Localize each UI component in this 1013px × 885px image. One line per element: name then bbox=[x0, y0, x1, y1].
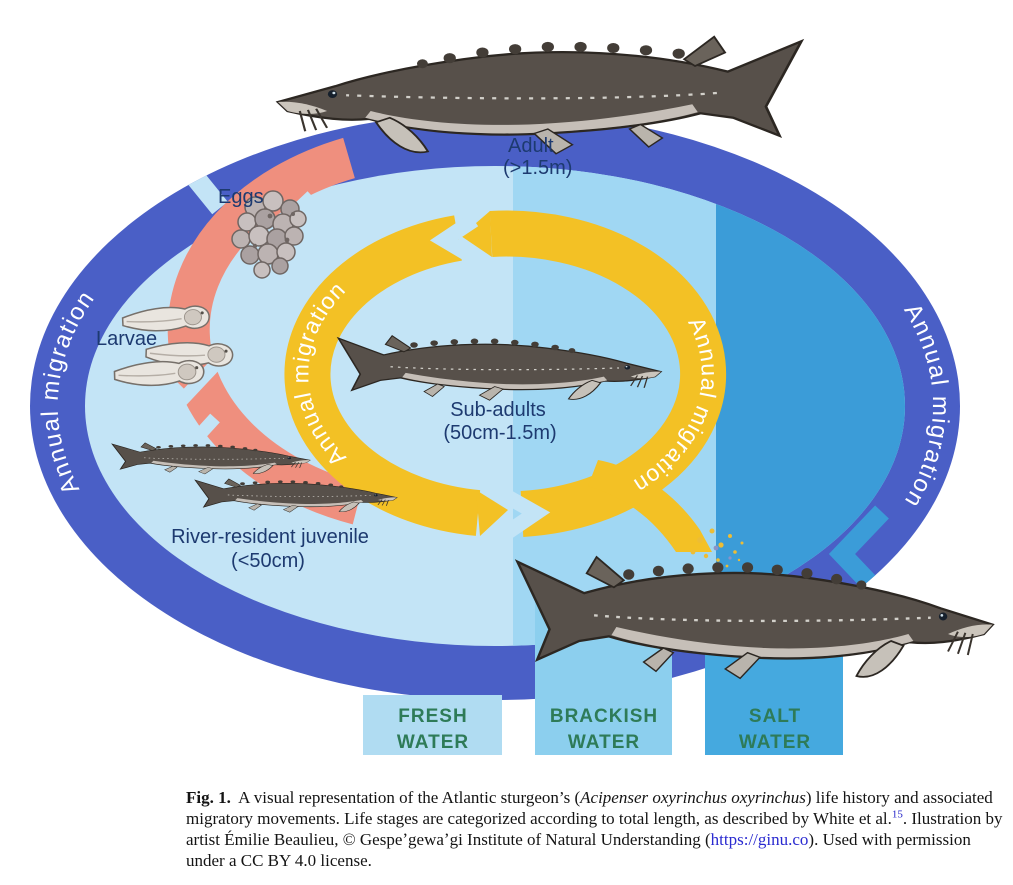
fresh-water-band bbox=[363, 695, 502, 755]
sturgeon-life-cycle-diagram: Annual migration Annual migration Annual… bbox=[30, 35, 994, 755]
inner-migration-ring bbox=[284, 210, 744, 568]
fresh-water-label-line2: WATER bbox=[397, 732, 469, 753]
figure-caption: Fig. 1. A visual representation of the A… bbox=[186, 787, 1012, 871]
yellow-arrowhead-top bbox=[461, 211, 492, 257]
reference-superscript: 15 bbox=[891, 808, 903, 821]
brackish-water-label-line1: BRACKISH bbox=[550, 706, 658, 727]
juvenile-label-line1: River-resident juvenile bbox=[171, 526, 369, 548]
outer-ring-notch-bottom-right bbox=[828, 505, 889, 601]
subadults-label-line1: Sub-adults bbox=[450, 399, 546, 421]
migration-branch-spray bbox=[690, 528, 744, 568]
yellow-arrowhead-bottom bbox=[476, 490, 508, 536]
subadults-label-line2: (50cm-1.5m) bbox=[443, 422, 556, 444]
caption-text-1: A visual representation of the Atlantic … bbox=[234, 788, 581, 807]
caption-text-4: ). Used with permission under a CC BY 4.… bbox=[186, 830, 971, 871]
brackish-water-label-line2: WATER bbox=[568, 732, 640, 753]
salt-water-label-line1: SALT bbox=[749, 706, 801, 727]
eggs-illustration bbox=[231, 190, 307, 279]
ginu-link[interactable]: https://ginu.co bbox=[710, 830, 809, 850]
adult-label-line1: Adult bbox=[508, 135, 554, 157]
adult-label-line2: (>1.5m) bbox=[503, 157, 572, 179]
fresh-water-label-line1: FRESH bbox=[398, 706, 467, 727]
species-name: Acipenser oxyrinchus oxyrinchus bbox=[580, 788, 806, 807]
larvae-label: Larvae bbox=[96, 328, 157, 350]
salt-water-label-line2: WATER bbox=[739, 732, 811, 753]
migration-branch-to-sea bbox=[588, 460, 712, 552]
caption-text-3: . Ilustration by artist Émilie Beaulieu,… bbox=[186, 809, 1003, 850]
caption-text-2: ) life history and associated migratory … bbox=[186, 788, 993, 829]
figure-number: Fig. 1. bbox=[186, 788, 231, 807]
juvenile-label-line2: (<50cm) bbox=[231, 550, 305, 572]
eggs-label: Eggs bbox=[218, 186, 264, 208]
